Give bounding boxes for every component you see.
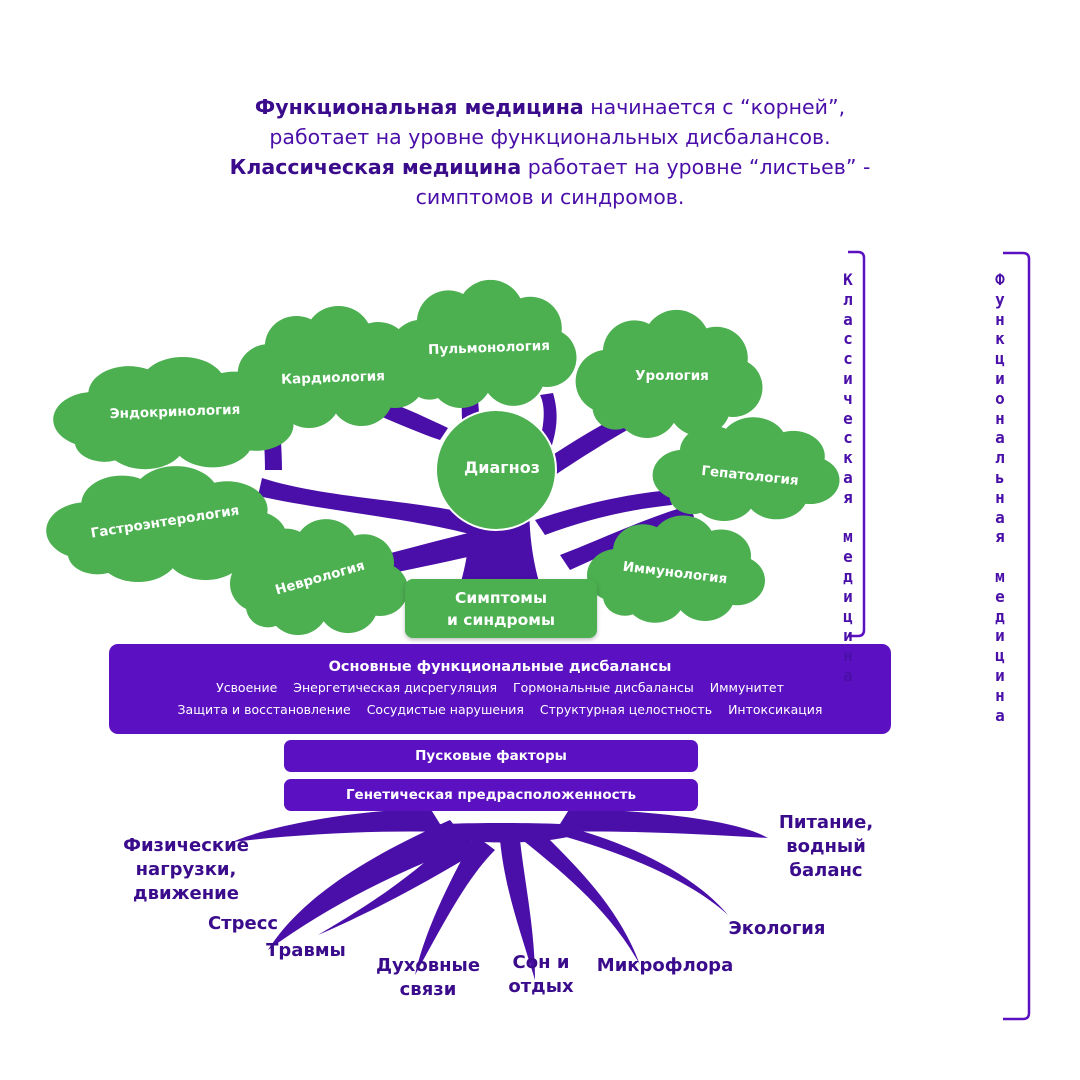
root-spiritual-line2: связи <box>399 979 457 1000</box>
root-nutrition-line2: водный <box>786 836 866 857</box>
root-label-sleep: Сон и отдых <box>500 951 582 999</box>
root-nutrition-line3: баланс <box>789 860 863 881</box>
intro-line4: симптомов и синдромов. <box>415 185 685 209</box>
root-label-microflora: Микрофлора <box>596 955 734 976</box>
intro-line2: работает на уровне функциональных дисбал… <box>269 125 831 149</box>
imbalances-row-2: Защита и восстановление Сосудистые наруш… <box>109 702 891 717</box>
root-label-physical: Физические нагрузки, движение <box>110 834 262 906</box>
imbalance-item: Энергетическая дисрегуляция <box>293 680 497 695</box>
functional-bracket <box>1003 251 1031 1021</box>
intro-text: Функциональная медицина начинается с “ко… <box>150 92 950 212</box>
symptoms-line1: Симптомы <box>455 588 547 607</box>
imbalances-title: Основные функциональные дисбалансы <box>328 659 672 675</box>
symptoms-line2: и синдромы <box>447 610 555 629</box>
root-label-spiritual: Духовные связи <box>365 954 491 1002</box>
symptoms-box: Симптомы и синдромы <box>405 579 597 638</box>
root-label-nutrition: Питание, водный баланс <box>765 811 887 883</box>
root-physical-line1: Физические <box>123 835 249 856</box>
intro-functional-bold: Функциональная медицина <box>254 95 584 119</box>
tree-roots <box>232 808 768 980</box>
root-sleep-line1: Сон и <box>512 952 570 973</box>
imbalance-item: Сосудистые нарушения <box>366 702 524 717</box>
intro-line3-rest: работает на уровне “листьев” - <box>521 155 871 179</box>
diagnosis-label: Диагноз <box>464 458 540 477</box>
root-nutrition-line1: Питание, <box>778 812 874 833</box>
diagnosis-circle <box>435 409 557 531</box>
root-sleep-line2: отдых <box>508 976 574 997</box>
imbalance-item: Защита и восстановление <box>177 702 351 717</box>
imbalances-box: Основные функциональные дисбалансы Усвое… <box>109 644 891 734</box>
triggers-bar: Пусковые факторы <box>284 740 698 772</box>
classical-bracket <box>848 250 866 638</box>
root-label-trauma: Травмы <box>266 940 346 961</box>
leaf-label-urology: Урология <box>635 368 709 384</box>
genetic-bar: Генетическая предрасположенность <box>284 779 698 811</box>
imbalances-row-1: Усвоение Энергетическая дисрегуляция Гор… <box>109 680 891 695</box>
imbalance-item: Интоксикация <box>728 702 823 717</box>
root-spiritual-line1: Духовные <box>375 955 481 976</box>
functional-medicine-label: Ф у н к ц и о н а л ь н а я м е д и ц и … <box>995 270 1005 725</box>
imbalance-item: Гормональные дисбалансы <box>513 680 694 695</box>
imbalance-item: Структурная целостность <box>539 702 713 717</box>
root-physical-line3: движение <box>133 883 239 904</box>
root-label-stress: Стресс <box>207 913 279 934</box>
intro-classical-bold: Классическая медицина <box>229 155 522 179</box>
imbalance-item: Иммунитет <box>709 680 784 695</box>
intro-line1-rest: начинается с “корней”, <box>583 95 846 119</box>
imbalance-item: Усвоение <box>216 680 278 695</box>
classical-medicine-label: К л а с с и ч е с к а я м е д и ц и н а <box>843 270 853 685</box>
root-label-ecology: Экология <box>728 918 826 939</box>
root-physical-line2: нагрузки, <box>135 859 237 880</box>
